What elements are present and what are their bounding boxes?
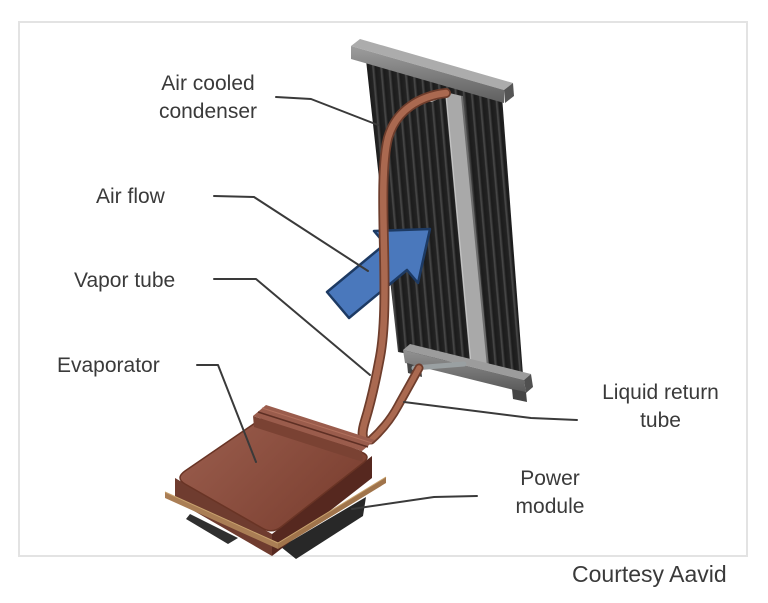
air-cooled-condenser-graphic (351, 39, 533, 402)
leader-evaporator (196, 364, 257, 463)
liquid-return-tube-graphic (366, 363, 424, 445)
condenser-top-cap (351, 39, 514, 103)
credit-text: Courtesy Aavid (572, 561, 727, 587)
label-evaporator: Evaporator (57, 354, 160, 377)
label-power-module: Power module (515, 467, 585, 518)
strip-shadow-edge (461, 95, 489, 368)
label-liquid-return-tube: Liquid return tube (602, 381, 719, 432)
leader-vapor-tube (213, 278, 371, 376)
leader-air-flow (213, 195, 369, 272)
label-air-flow: Air flow (96, 185, 165, 208)
power-module-graphic (186, 497, 366, 559)
leader-air-cooled-condenser (275, 96, 379, 126)
diagram-border (18, 21, 748, 557)
evaporator-manifold (253, 405, 375, 462)
label-air-cooled-condenser: Air cooled condenser (158, 72, 258, 123)
leader-power-module (351, 495, 478, 510)
leader-liquid-return-tube (403, 401, 578, 421)
evaporator-graphic (164, 405, 387, 556)
vapor-tube-graphic (357, 88, 451, 446)
leader-lines (196, 96, 578, 510)
condenser-fins (366, 60, 523, 375)
evaporator-base-flange (164, 476, 387, 549)
condenser-center-strip (445, 92, 488, 367)
label-vapor-tube: Vapor tube (74, 269, 176, 292)
strip-highlight-edge (445, 92, 472, 364)
